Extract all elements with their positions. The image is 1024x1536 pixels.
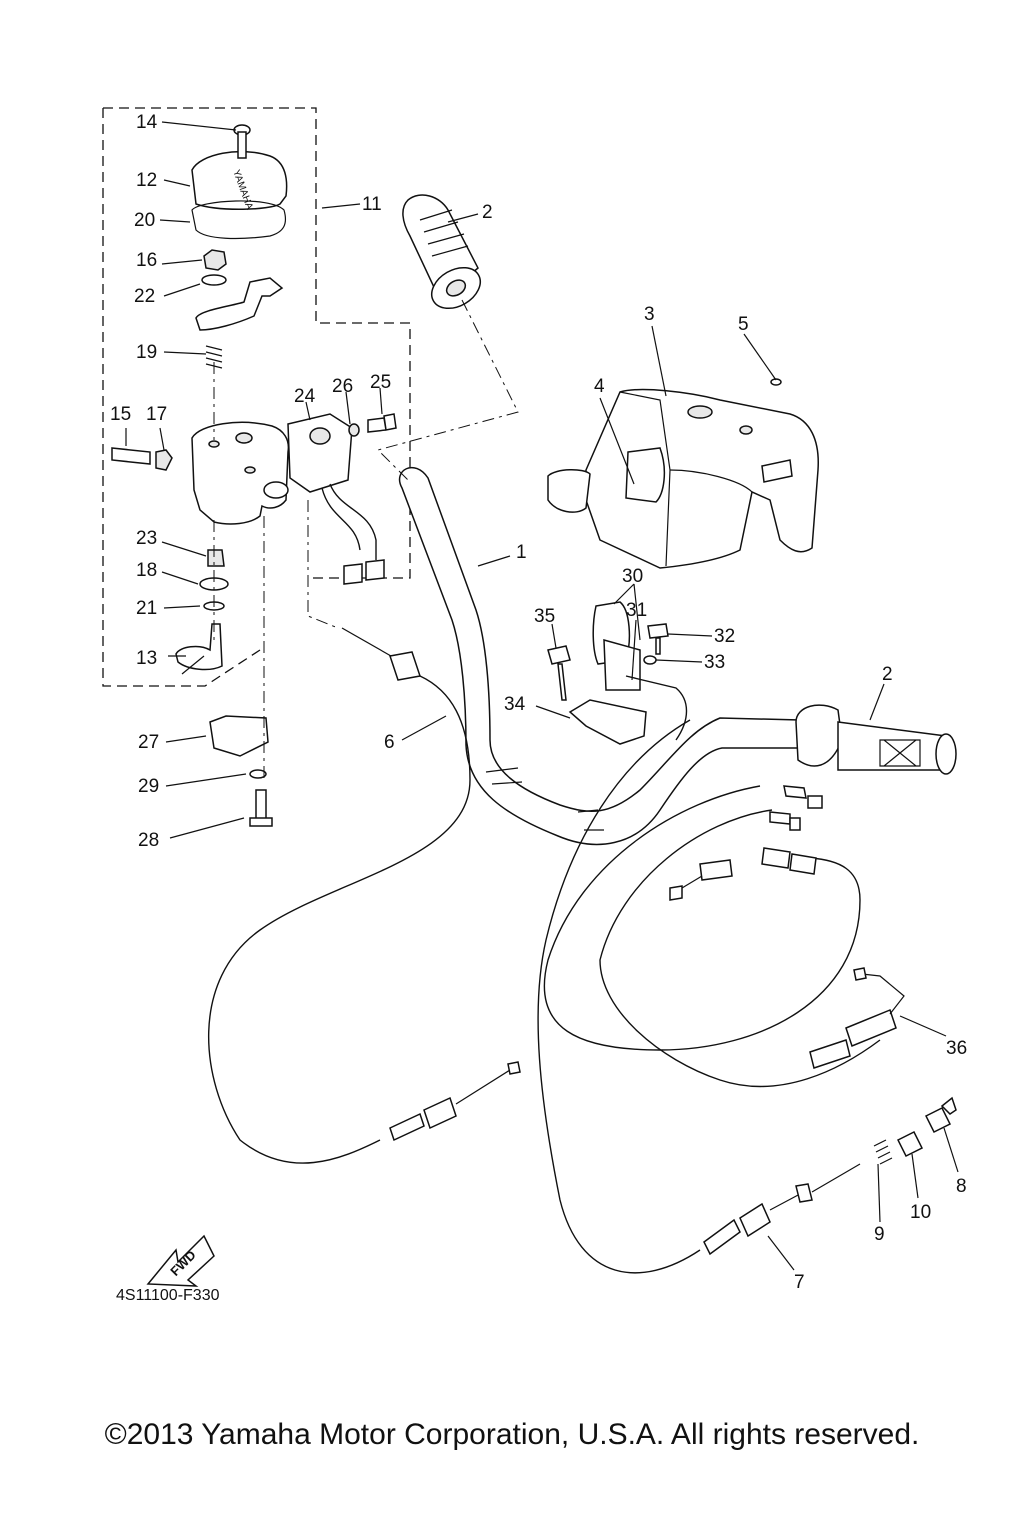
joint-8[interactable] — [924, 1096, 957, 1134]
kill-switch-30[interactable] — [592, 601, 688, 741]
copyright-notice: ©2013 Yamaha Motor Corporation, U.S.A. A… — [104, 1418, 920, 1451]
callout-2-left-grip: 2 — [482, 202, 493, 223]
callout-24: 24 — [294, 386, 316, 407]
callout-6: 6 — [384, 732, 395, 753]
callout-18: 18 — [136, 560, 157, 581]
callout-15: 15 — [110, 404, 131, 425]
callout-1: 1 — [516, 542, 527, 563]
spring-9[interactable] — [873, 1139, 893, 1165]
left-grip[interactable] — [402, 194, 488, 317]
callout-labels: 1 2 2 3 4 5 6 7 8 9 10 11 12 13 14 15 16… — [110, 112, 967, 1293]
callout-12: 12 — [136, 170, 157, 191]
washer-22[interactable] — [201, 274, 227, 286]
right-grip[interactable] — [795, 704, 957, 775]
callout-4: 4 — [594, 376, 605, 397]
callout-25: 25 — [370, 372, 391, 393]
throttle-cable-6[interactable] — [207, 627, 521, 1164]
cable-bundle-loop[interactable] — [543, 785, 881, 1088]
nut-23[interactable] — [207, 549, 225, 567]
cover-emblem[interactable] — [547, 469, 591, 513]
callout-13: 13 — [136, 648, 157, 669]
brake-cable-7[interactable] — [537, 719, 861, 1274]
centerline-left — [213, 362, 339, 780]
callout-33: 33 — [704, 652, 725, 673]
leader-centerline-grip — [377, 299, 519, 481]
callout-27: 27 — [138, 732, 159, 753]
callout-28: 28 — [138, 830, 159, 851]
throttle-lever-13[interactable] — [175, 623, 223, 671]
callout-21: 21 — [136, 598, 157, 619]
lever-plate[interactable] — [195, 277, 284, 331]
screw-25[interactable] — [367, 413, 397, 433]
callout-36: 36 — [946, 1038, 967, 1059]
callout-7: 7 — [794, 1272, 805, 1293]
callout-8: 8 — [956, 1176, 967, 1197]
callout-19: 19 — [136, 342, 157, 363]
callout-10: 10 — [910, 1202, 931, 1223]
switch-cover[interactable]: YAMAHA — [191, 150, 288, 212]
callout-22: 22 — [134, 286, 155, 307]
callout-16: 16 — [136, 250, 157, 271]
callout-32: 32 — [714, 626, 735, 647]
start-stop-switch[interactable] — [287, 413, 385, 585]
callout-3: 3 — [644, 304, 655, 325]
callout-23: 23 — [136, 528, 157, 549]
clamp-27[interactable] — [209, 715, 269, 757]
left-switch-housing[interactable] — [191, 421, 290, 525]
bolt-28[interactable] — [249, 789, 273, 827]
adjuster-10[interactable] — [896, 1130, 924, 1158]
callout-2-right-grip: 2 — [882, 664, 893, 685]
leader-lines — [125, 121, 959, 1271]
callout-14: 14 — [136, 112, 158, 133]
bolt-32[interactable] — [647, 623, 669, 655]
callout-9: 9 — [874, 1224, 885, 1245]
cover-gasket[interactable] — [191, 200, 287, 240]
callout-34: 34 — [504, 694, 526, 715]
forward-direction-arrow: FWD — [146, 1234, 215, 1287]
callout-20: 20 — [134, 210, 155, 231]
assembly-11-dashed-boundary — [102, 107, 411, 687]
spring-19[interactable] — [205, 345, 223, 369]
washer-26[interactable] — [348, 423, 360, 437]
bolt-35[interactable] — [547, 645, 571, 701]
lock-nut[interactable] — [203, 249, 227, 271]
callout-30: 30 — [622, 566, 643, 587]
callout-31: 31 — [626, 600, 647, 621]
callout-35: 35 — [534, 606, 555, 627]
washer-29[interactable] — [249, 769, 267, 779]
callout-29: 29 — [138, 776, 159, 797]
callout-11: 11 — [362, 194, 382, 215]
cable-36[interactable] — [809, 967, 905, 1069]
nut-17[interactable] — [155, 449, 173, 471]
drawing-code: 4S11100-F330 — [116, 1287, 220, 1304]
bracket-34[interactable] — [568, 699, 647, 745]
callout-17: 17 — [146, 404, 167, 425]
handlebar-cover[interactable] — [585, 388, 819, 569]
callout-5: 5 — [738, 314, 749, 335]
washer-33[interactable] — [643, 655, 657, 665]
housing-screw-15[interactable] — [111, 447, 151, 465]
callout-26: 26 — [332, 376, 353, 397]
